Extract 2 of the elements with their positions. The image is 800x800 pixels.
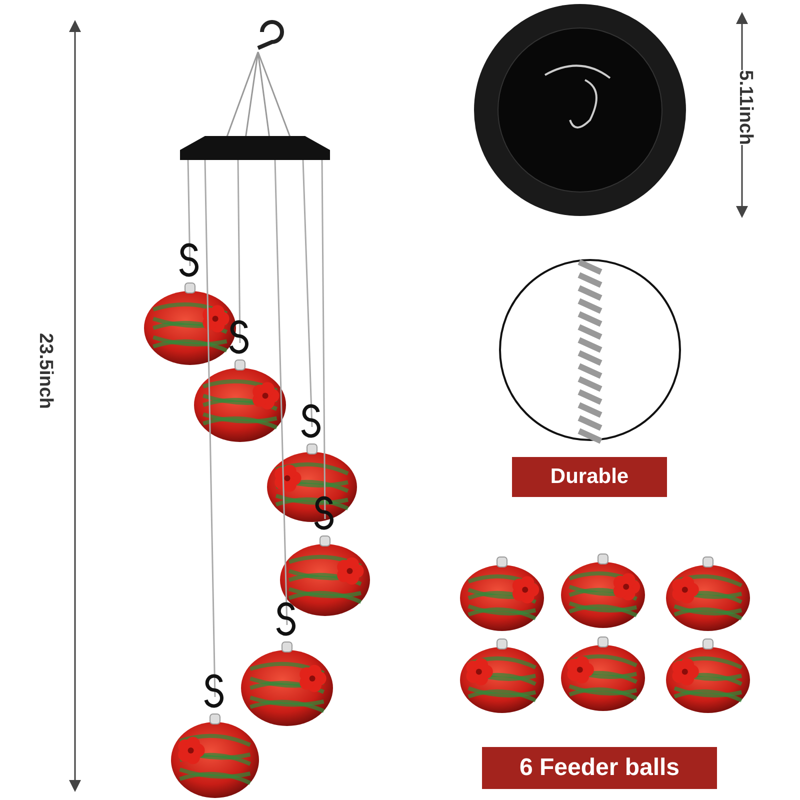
text-banner: Durable (512, 457, 667, 497)
text-banner: 6 Feeder balls (482, 747, 717, 789)
